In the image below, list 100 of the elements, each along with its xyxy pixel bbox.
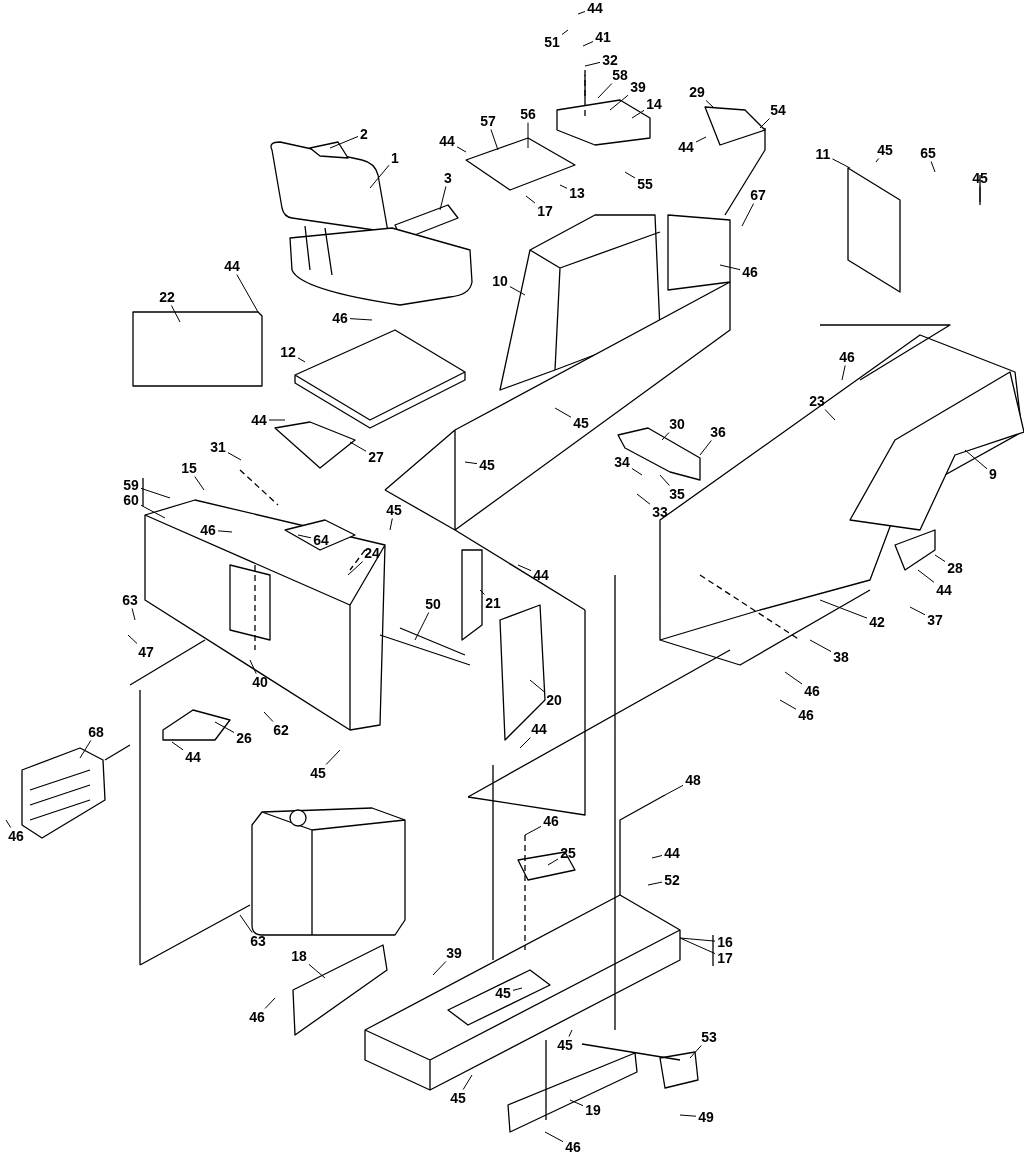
callout-number: 3: [443, 170, 453, 186]
leader-line: [824, 409, 836, 421]
callout-number: 17: [536, 203, 554, 219]
callout-number: 12: [279, 344, 297, 360]
callout-number: 46: [741, 264, 759, 280]
callout-number: 22: [158, 289, 176, 305]
callout-number: 1: [390, 150, 400, 166]
leader-line: [349, 441, 367, 452]
leader-line: [875, 158, 880, 163]
callout-number: 52: [663, 872, 681, 888]
callout-number: 45: [309, 765, 327, 781]
leader-line: [679, 1114, 697, 1117]
callout-number: 59: [122, 477, 140, 493]
leader-line: [695, 136, 707, 143]
callout-number: 14: [645, 96, 663, 112]
callout-number: 26: [235, 730, 253, 746]
leader-line: [930, 161, 936, 173]
callout-number: 65: [919, 145, 937, 161]
callout-number: 31: [209, 439, 227, 455]
leader-line: [512, 987, 523, 991]
leader-line: [647, 881, 663, 886]
leader-line: [140, 504, 166, 519]
leader-line: [297, 534, 312, 539]
callout-number: 63: [121, 592, 139, 608]
leader-line: [325, 749, 341, 765]
leader-line: [917, 569, 935, 583]
leader-line: [779, 699, 797, 710]
leader-line: [527, 122, 529, 149]
callout-number: 13: [568, 185, 586, 201]
leader-line: [631, 468, 643, 476]
leader-line: [263, 711, 274, 722]
callout-number: 16: [716, 934, 734, 950]
callout-number: 35: [668, 486, 686, 502]
leader-line: [519, 737, 531, 749]
leader-line: [432, 961, 447, 976]
leader-line: [194, 476, 205, 491]
leader-line: [464, 461, 478, 465]
leader-line: [544, 1131, 564, 1143]
leader-line: [227, 452, 242, 461]
leader-line: [439, 186, 447, 211]
leader-line: [679, 937, 716, 942]
leader-line: [719, 264, 741, 271]
callout-number: 9: [988, 466, 998, 482]
callout-number: 44: [935, 582, 953, 598]
leader-line: [741, 203, 755, 227]
leader-line: [329, 135, 359, 149]
leader-line: [664, 784, 684, 796]
callout-number: 58: [611, 67, 629, 83]
leader-line: [547, 858, 559, 866]
callout-number: 46: [7, 828, 25, 844]
callout-number: 32: [601, 52, 619, 68]
callout-number: 11: [814, 146, 832, 162]
callout-number: 45: [478, 457, 496, 473]
callout-number: 46: [797, 707, 815, 723]
leader-line: [819, 599, 868, 619]
callout-number: 46: [838, 349, 856, 365]
callout-number: 10: [491, 273, 509, 289]
callout-number: 29: [688, 84, 706, 100]
leader-line: [569, 1099, 584, 1107]
callout-number: 46: [248, 1009, 266, 1025]
callout-number: 56: [519, 106, 537, 122]
callout-number: 44: [586, 0, 604, 16]
leader-line: [525, 195, 536, 204]
callout-number: 39: [445, 945, 463, 961]
callout-number: 51: [543, 34, 561, 50]
callout-number: 25: [559, 845, 577, 861]
callout-number: 50: [424, 596, 442, 612]
callout-number: 44: [223, 258, 241, 274]
callout-number: 33: [651, 504, 669, 520]
callout-number: 54: [769, 102, 787, 118]
callout-number: 45: [494, 985, 512, 1001]
leader-line: [389, 518, 393, 531]
leader-line: [584, 61, 601, 67]
leader-line: [214, 721, 235, 733]
callout-number: 46: [803, 683, 821, 699]
callout-number: 2: [359, 126, 369, 142]
leader-line: [624, 171, 636, 179]
callout-number: 47: [137, 644, 155, 660]
callout-number: 55: [636, 176, 654, 192]
leader-line: [171, 741, 184, 751]
leader-line: [979, 186, 981, 203]
leader-line: [517, 564, 532, 572]
leader-line: [236, 274, 259, 313]
leader-line: [609, 94, 629, 111]
leader-line: [582, 41, 594, 47]
leader-line: [239, 914, 253, 933]
callout-number: 46: [542, 813, 560, 829]
leader-line: [964, 449, 988, 470]
callout-number: 27: [367, 449, 385, 465]
leader-line: [659, 474, 670, 486]
leader-line: [249, 659, 257, 674]
leader-line: [759, 118, 770, 129]
callout-number: 45: [876, 142, 894, 158]
leader-line: [631, 109, 645, 119]
callout-number: 44: [677, 139, 695, 155]
leader-line: [217, 530, 233, 533]
leader-line: [490, 129, 499, 151]
leader-line: [636, 493, 651, 505]
leader-line: [909, 606, 926, 616]
leader-line: [524, 825, 542, 836]
